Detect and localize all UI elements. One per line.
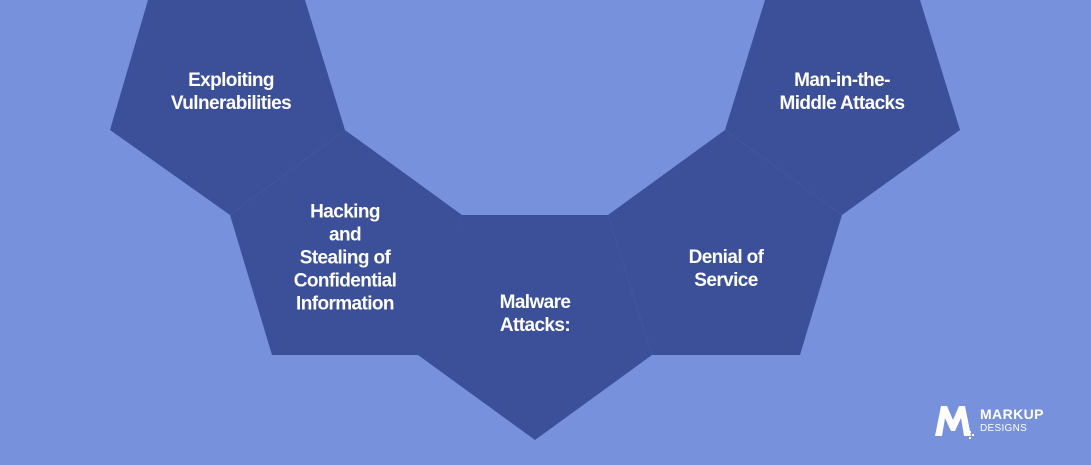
label-malware-line-1: Malware bbox=[499, 292, 571, 313]
label-exploiting-line-2: Vulnerabilities bbox=[170, 93, 292, 114]
pentagon-denial bbox=[608, 130, 842, 355]
label-hacking: Hacking and Stealing of Confidential Inf… bbox=[294, 201, 397, 316]
label-hacking-line-5: Information bbox=[296, 293, 395, 315]
label-hacking-line-4: Confidential bbox=[293, 270, 397, 292]
label-denial: Denial of Service bbox=[689, 246, 764, 292]
pentagon-exploiting bbox=[110, 0, 345, 215]
pentagon-malware bbox=[418, 215, 652, 440]
pentagon-hacking bbox=[230, 130, 462, 355]
label-malware: Malware Attacks: bbox=[500, 291, 571, 337]
label-hacking-line-1: Hacking bbox=[310, 201, 380, 223]
markup-logo-icon bbox=[935, 406, 974, 439]
label-hacking-line-2: and bbox=[329, 224, 362, 246]
label-denial-line-1: Denial of bbox=[688, 247, 764, 268]
label-mitm: Man-in-the- Middle Attacks bbox=[779, 69, 906, 115]
label-mitm-line-1: Man-in-the- bbox=[794, 70, 890, 91]
logo-subtitle: DESIGNS bbox=[980, 423, 1028, 434]
label-hacking-line-3: Stealing of bbox=[299, 247, 391, 269]
label-malware-line-2: Attacks: bbox=[499, 315, 571, 336]
brand-logo: MARKUP DESIGNS bbox=[933, 402, 1043, 440]
label-exploiting: Exploiting Vulnerabilities bbox=[170, 69, 292, 115]
pentagon-mitm bbox=[725, 0, 960, 215]
label-mitm-line-2: Middle Attacks bbox=[779, 93, 906, 114]
logo-title: MARKUP bbox=[980, 406, 1044, 422]
label-denial-line-2: Service bbox=[694, 270, 758, 291]
label-exploiting-line-1: Exploiting bbox=[188, 70, 274, 91]
